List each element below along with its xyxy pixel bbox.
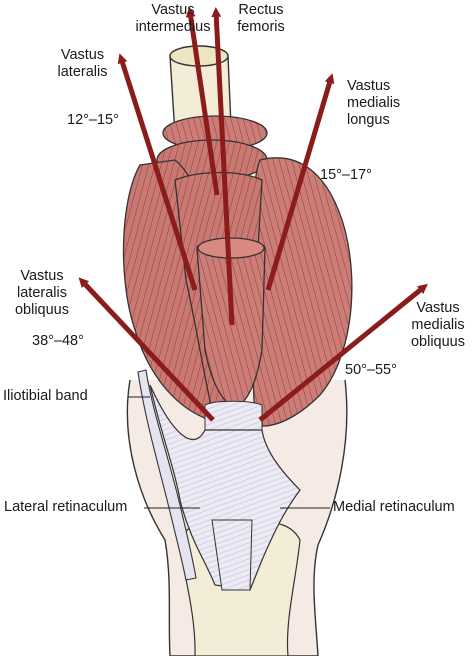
label-medial-retinaculum: Medial retinaculum <box>333 499 455 515</box>
patellar-tendon <box>211 519 253 591</box>
rectus-femoris-arrow <box>211 7 235 326</box>
label-vastus-lateralis-obliquus: Vastus lateralis obliquus <box>14 268 69 318</box>
iliotibial-band <box>137 369 197 581</box>
angle-vastus-medialis-obliquus: 50°–55° <box>345 362 397 378</box>
retinaculum <box>149 384 301 591</box>
force-vectors <box>78 7 428 422</box>
angle-vastus-medialis-longus: 15°–17° <box>320 167 372 183</box>
label-vastus-medialis-obliquus: Vastus medialis obliquus <box>410 300 465 350</box>
vastus-lateralis-obliquus-arrow <box>78 277 215 422</box>
angle-vastus-lateralis: 12°–15° <box>67 112 119 128</box>
vastus-medialis-longus-arrow <box>265 73 335 291</box>
angle-vastus-lateralis-obliquus: 38°–48° <box>32 333 84 349</box>
label-rectus-femoris: Rectus femoris <box>237 2 285 35</box>
rectus-femoris-section <box>197 237 265 259</box>
label-vastus-intermedius: Vastus intermedius <box>135 2 211 35</box>
label-iliotibial-band: Iliotibial band <box>3 388 88 404</box>
label-vastus-lateralis: Vastus lateralis <box>57 47 108 80</box>
vastus-lateralis-arrow <box>117 53 198 291</box>
label-lateral-retinaculum: Lateral retinaculum <box>4 499 128 515</box>
vastus-medialis-obliquus-arrow <box>258 283 428 422</box>
label-vastus-medialis-longus: Vastus medialis longus <box>347 78 401 128</box>
vastus-intermedius-arrow <box>185 7 220 196</box>
